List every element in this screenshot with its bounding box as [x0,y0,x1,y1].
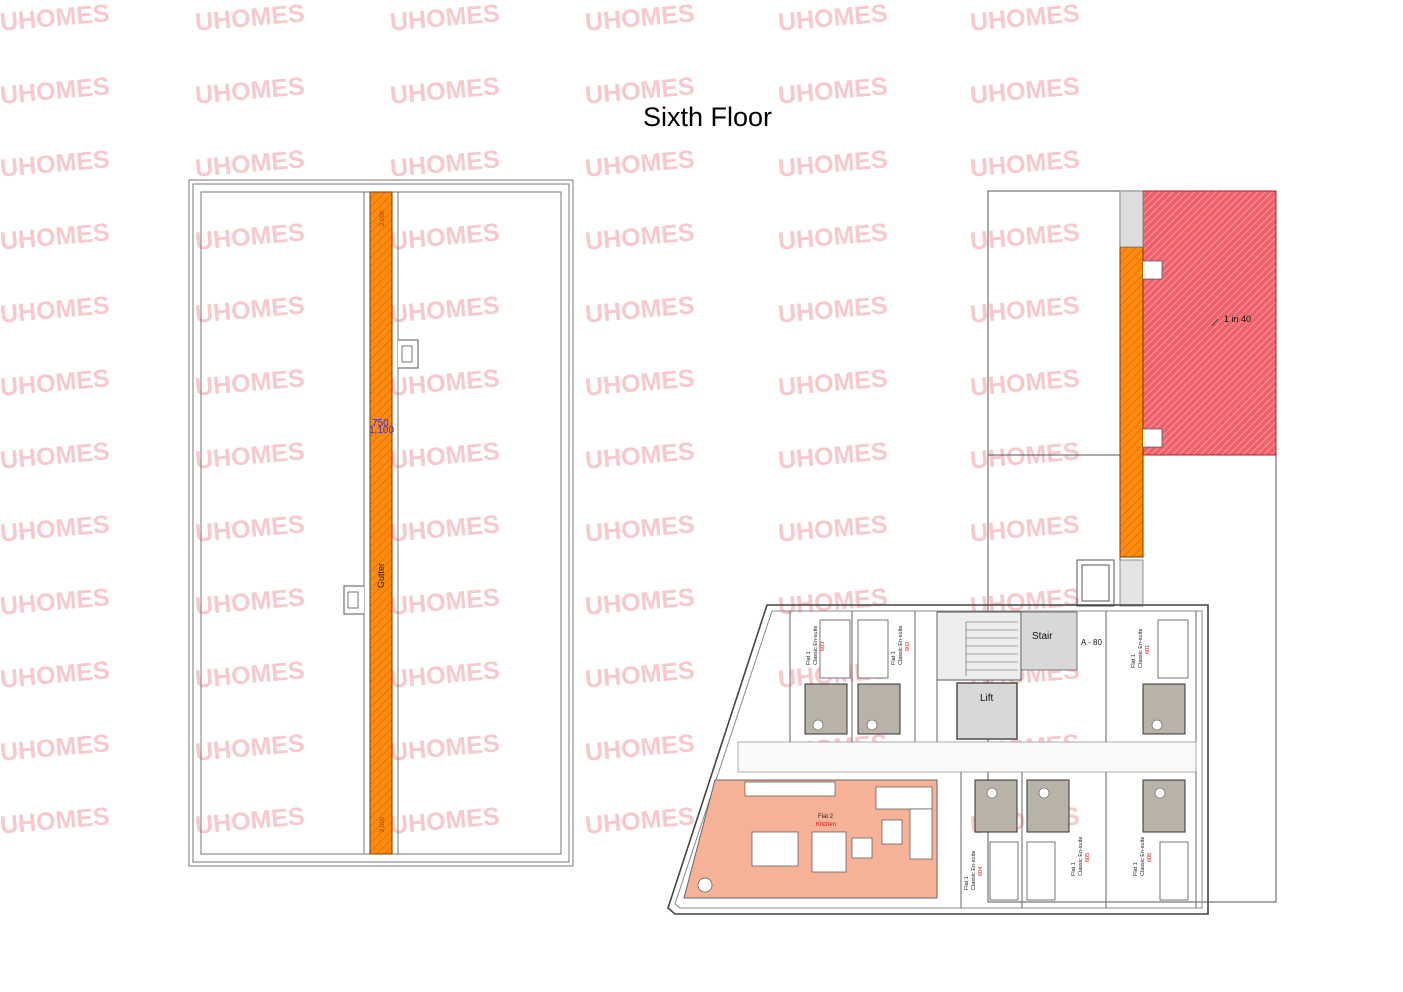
gutter-label: Gutter [376,563,386,588]
svg-text:601: 601 [1145,645,1151,654]
page-title: Sixth Floor [643,102,773,132]
room-label-601: Flat 1 Classic En-suite 601 [1131,629,1151,668]
gutter [369,191,393,855]
svg-text:604: 604 [978,867,984,876]
svg-text:Classic En-suite: Classic En-suite [813,626,819,665]
gutter-dim-mid-2: 1,100 [369,425,394,436]
svg-text:Flat 1: Flat 1 [1131,654,1137,668]
svg-text:606: 606 [1147,853,1153,862]
room-label-604: Flat 1 Classic En-suite 604 [964,851,984,890]
svg-text:Flat 1: Flat 1 [891,651,897,665]
svg-text:Flat 1: Flat 1 [1071,862,1077,876]
sixth-floor-plan: 1 in 40 Stair A - 80 Lift [667,190,1277,915]
gutter-dim-top: 2,000 [380,210,386,226]
flat2-room: Kitchen [816,822,836,828]
valley-gutter [1119,246,1144,558]
gutter-dim-bottom: 2,000 [380,816,386,832]
svg-text:Classic En-suite: Classic En-suite [1078,837,1084,876]
roof-plan: 2,000 2,000 750 1,100 Gutter [188,179,574,867]
room-label-602: Flat 1 Classic En-suite 602 [891,626,911,665]
corridor-ref: A - 80 [1081,638,1102,647]
slope-label: 1 in 40 [1224,314,1251,324]
svg-text:Classic En-suite: Classic En-suite [971,851,977,890]
svg-text:Classic En-suite: Classic En-suite [1138,629,1144,668]
room-label-603: Flat 1 Classic En-suite 603 [806,626,826,665]
roof-slope-area [1142,190,1277,456]
lift-label: Lift [980,693,994,704]
gutter-dim-mid-1: 750 [372,418,389,429]
svg-text:Flat 1: Flat 1 [964,876,970,890]
svg-text:Flat 1: Flat 1 [1133,862,1139,876]
room-label-605: Flat 1 Classic En-suite 605 [1071,837,1091,876]
lift-shaft [956,682,1018,740]
room-label-606: Flat 1 Classic En-suite 606 [1133,837,1153,876]
svg-text:Classic En-suite: Classic En-suite [1140,837,1146,876]
flat2-name: Flat 2 [818,814,834,820]
svg-text:Flat 1: Flat 1 [806,651,812,665]
flat2-kitchen-area [683,779,938,899]
stair-label: Stair [1032,631,1053,642]
svg-text:602: 602 [905,642,911,651]
svg-text:605: 605 [1085,853,1091,862]
svg-text:603: 603 [820,642,826,651]
svg-text:Classic En-suite: Classic En-suite [898,626,904,665]
